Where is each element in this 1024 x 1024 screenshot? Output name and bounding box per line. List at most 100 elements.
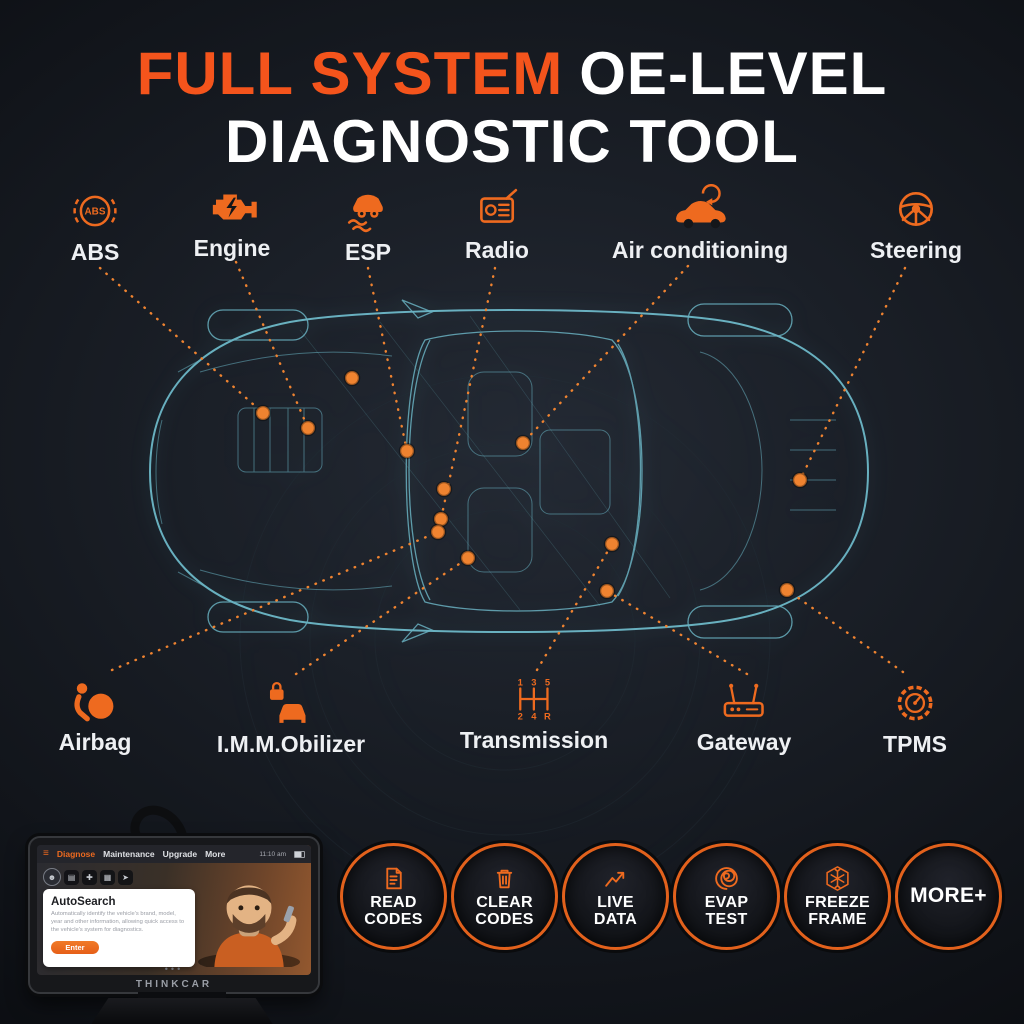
quick-buttons: ☻ ▤ ✚ ▦ ➤ (43, 868, 133, 886)
engine-icon (205, 182, 259, 230)
quick-button-history[interactable]: ▦ (100, 869, 115, 885)
air-conditioning-icon-svg (676, 184, 726, 229)
svg-text:1: 1 (518, 676, 523, 687)
document-icon (386, 867, 402, 890)
svg-text:3: 3 (531, 676, 536, 687)
gateway-icon-svg (723, 683, 765, 717)
tab-maintenance[interactable]: Maintenance (103, 849, 155, 859)
chart-icon (605, 871, 625, 887)
system-tpms: TPMS (883, 678, 947, 758)
svg-text:5: 5 (545, 676, 550, 687)
radio-icon (470, 184, 524, 232)
transmission-icon: 1 3 5 2 4 R (507, 674, 561, 722)
system-label: Airbag (58, 729, 132, 755)
headline-line2: DIAGNOSTIC TOOL (225, 107, 799, 175)
immobilizer-icon (264, 678, 318, 726)
tab-diagnose[interactable]: Diagnose (56, 849, 96, 859)
system-air-conditioning: Air conditioning (612, 184, 788, 264)
badge-more: MORE+ (895, 843, 1002, 950)
system-label: Gateway (696, 729, 792, 755)
svg-text:R: R (544, 710, 551, 721)
badge-label: MORE+ (910, 884, 987, 908)
system-label: Air conditioning (611, 237, 789, 263)
system-label: Transmission (459, 727, 609, 753)
autosearch-title: AutoSearch (51, 896, 116, 908)
system-label: ESP (344, 239, 392, 265)
system-label: TPMS (883, 731, 947, 757)
quick-button-add[interactable]: ✚ (82, 869, 97, 885)
menu-icon[interactable]: ≡ (43, 848, 49, 859)
gateway-icon (717, 676, 771, 724)
avatar-button[interactable]: ☻ (43, 868, 61, 886)
autosearch-description: Automatically identify the vehicle's bra… (51, 911, 185, 933)
autosearch-card: AutoSearch Automatically identify the ve… (43, 889, 195, 967)
system-label: Engine (193, 235, 271, 261)
trash-icon (496, 869, 513, 889)
tablet-body: ≡ Diagnose Maintenance Upgrade More 11:1… (28, 836, 320, 994)
tpms-icon (888, 678, 942, 726)
battery-icon (294, 850, 305, 858)
system-abs: ABS ABS (68, 186, 122, 266)
quick-button-vin[interactable]: ▤ (64, 869, 79, 885)
status-time: 11:10 am (259, 850, 286, 858)
tab-more[interactable]: More (205, 849, 226, 859)
diagnostic-tablet: ≡ Diagnose Maintenance Upgrade More 11:1… (14, 800, 348, 1024)
system-label: I.M.M.Obilizer (216, 731, 366, 757)
airbag-icon-svg (74, 683, 114, 722)
connector-lines (98, 260, 907, 676)
tablet-stand (90, 998, 274, 1024)
headline-rest: OE-LEVEL (579, 40, 888, 107)
svg-text:4: 4 (531, 710, 537, 721)
car-wireframe (148, 299, 870, 643)
system-immobilizer: I.M.M.Obilizer (217, 678, 365, 758)
steering-icon-svg (898, 191, 934, 227)
connector-dots (254, 369, 809, 600)
enter-button[interactable]: Enter (51, 941, 99, 954)
headline-highlight: FULL SYSTEM (136, 40, 564, 107)
system-label: ABS (70, 239, 120, 265)
snowflake-icon (826, 866, 849, 891)
system-label: Steering (869, 237, 963, 263)
tablet-stand-neck (138, 992, 226, 1000)
air-conditioning-icon (671, 184, 729, 232)
steering-icon (889, 184, 943, 232)
carousel-dots: ••• (164, 964, 184, 974)
system-gateway: Gateway (696, 676, 792, 756)
tab-upgrade[interactable]: Upgrade (162, 849, 198, 859)
airbag-icon (68, 676, 122, 724)
mechanic-illustration (198, 885, 301, 967)
tablet-screen: ≡ Diagnose Maintenance Upgrade More 11:1… (37, 845, 311, 975)
svg-text:2: 2 (518, 710, 523, 721)
tablet-nav-bar: ≡ Diagnose Maintenance Upgrade More 11:1… (37, 845, 311, 863)
system-radio: Radio (465, 184, 529, 264)
engine-icon-svg (213, 194, 258, 220)
system-steering: Steering (870, 184, 962, 264)
radio-icon-svg (480, 188, 518, 223)
tpms-icon-svg (897, 685, 933, 721)
system-label: Radio (465, 237, 529, 263)
esp-icon-svg (347, 194, 383, 233)
esp-icon (341, 186, 395, 234)
abs-icon-svg: ABS (73, 195, 117, 227)
svg-text:ABS: ABS (85, 207, 106, 218)
system-esp: ESP (341, 186, 395, 266)
brand-logo: THINKCAR (135, 979, 213, 990)
abs-icon: ABS (68, 186, 122, 234)
evap-spiral-icon (715, 867, 738, 890)
quick-button-go[interactable]: ➤ (118, 869, 133, 885)
system-engine: Engine (193, 182, 271, 262)
immobilizer-icon-svg (270, 682, 306, 723)
system-airbag: Airbag (58, 676, 132, 756)
